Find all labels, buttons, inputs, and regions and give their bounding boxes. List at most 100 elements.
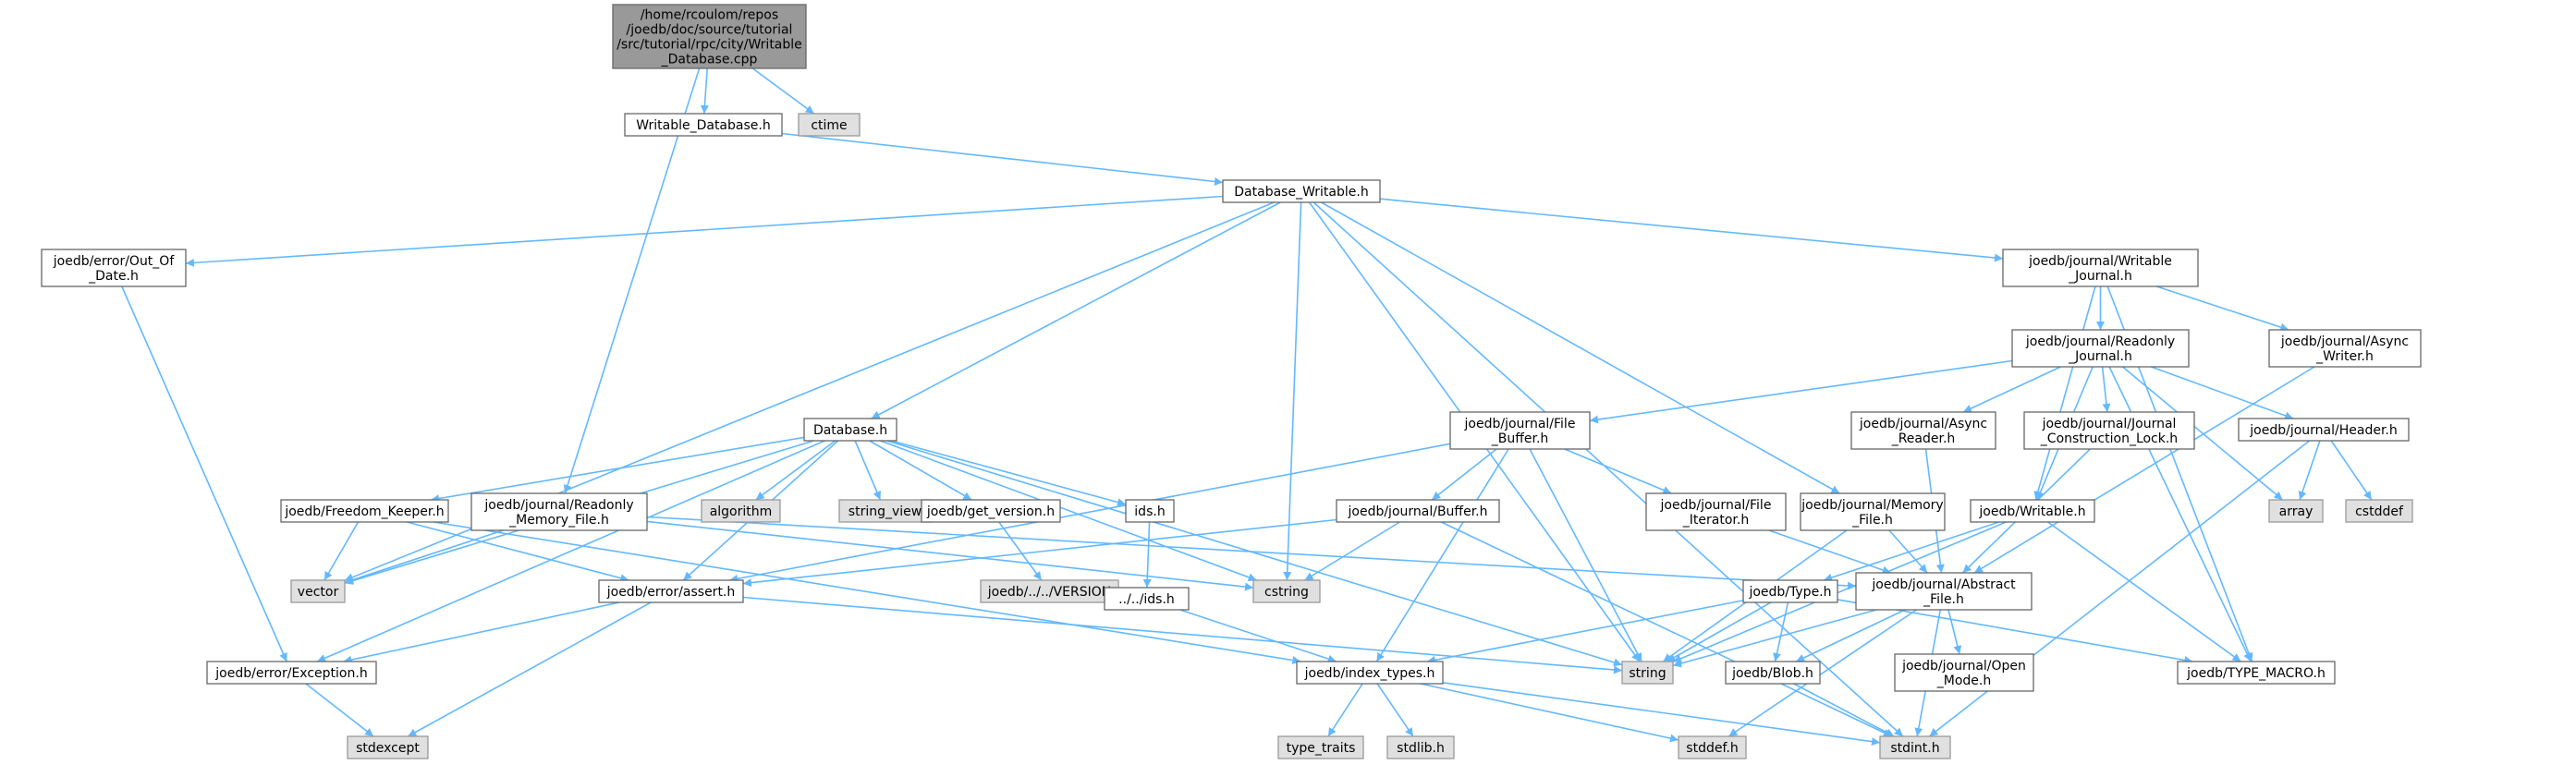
node-label: _Journal.h: [2068, 349, 2132, 364]
edge-writable_h-to-type_macro_h: [2047, 521, 2241, 662]
edge-file_buffer_h-to-buffer_h: [1431, 448, 1497, 501]
edge-dotdot_ids_h-to-index_types_h: [1179, 609, 1337, 663]
node-box: [1125, 499, 1175, 523]
edge-index_types_h-to-stdlib_h: [1376, 683, 1414, 737]
node-label: string: [1629, 666, 1666, 681]
node-label: joedb/journal/Buffer.h: [1348, 504, 1488, 519]
node-label: joedb/Blob.h: [1731, 666, 1813, 681]
edge-file_buffer_h-to-assert_h: [729, 443, 1451, 583]
node-label: vector: [298, 585, 339, 600]
edge-readonly_journal_h-to-header_h: [2151, 366, 2294, 420]
node-file-buffer-h[interactable]: joedb/journal/File_Buffer.h: [1449, 411, 1591, 450]
node-label: _Date.h: [88, 269, 139, 284]
node-file-iterator-h[interactable]: joedb/journal/File_Iterator.h: [1645, 492, 1787, 531]
node-type-h[interactable]: joedb/Type.h: [1742, 579, 1838, 603]
edge-database_writable_h-to-writable_journal_h: [1379, 198, 2004, 262]
edge-readonly_memory_file_h-to-vector: [344, 529, 504, 584]
node-label: joedb/Freedom_Keeper.h: [284, 504, 444, 519]
node-vector: vector: [290, 579, 346, 603]
node-string-view: string_view: [838, 499, 932, 523]
edge-exception_h-to-stdexcept: [305, 683, 374, 737]
node-label: _Memory_File.h: [508, 513, 609, 528]
node-label: stdint.h: [1890, 741, 1939, 756]
node-label: joedb/error/Exception.h: [214, 666, 367, 681]
edge-get_version_h-to-version: [998, 521, 1043, 581]
node-open-mode-h[interactable]: joedb/journal/Open_Mode.h: [1894, 653, 2034, 692]
edge-database_h-to-algorithm: [755, 440, 836, 501]
edge-readonly_journal_h-to-array: [2121, 366, 2284, 501]
edge-freedom_keeper_h-to-index_types_h: [433, 521, 1301, 665]
node-box: [206, 661, 377, 685]
node-label: Database.h: [813, 423, 887, 438]
node-box: [1894, 653, 2034, 692]
node-label: joedb/../../VERSION: [987, 585, 1111, 600]
node-writable-journal-h[interactable]: joedb/journal/Writable_Journal.h: [2002, 249, 2199, 287]
node-assert-h[interactable]: joedb/error/assert.h: [598, 579, 744, 603]
node-label: joedb/journal/File: [1660, 498, 1772, 513]
node-blob-h[interactable]: joedb/Blob.h: [1725, 661, 1821, 685]
edge-index_types_h-to-stdint_h: [1442, 682, 1881, 747]
node-label: /home/rcoulom/repos: [641, 8, 778, 23]
node-memory-file-h[interactable]: joedb/journal/Memory_File.h: [1800, 492, 1946, 531]
edge-file_iterator_h-to-abstract_file_h: [1768, 529, 1891, 575]
node-box: [470, 492, 648, 531]
node-writable-database-h[interactable]: Writable_Database.h: [624, 113, 783, 137]
node-box: [2345, 499, 2413, 523]
node-header-h[interactable]: joedb/journal/Header.h: [2238, 418, 2410, 442]
node-buffer-h[interactable]: joedb/journal/Buffer.h: [1336, 499, 1500, 523]
node-abstract-file-h[interactable]: joedb/journal/Abstract_File.h: [1855, 572, 2033, 611]
node-box: [598, 579, 744, 603]
node-database-h[interactable]: Database.h: [803, 418, 897, 442]
node-box: [701, 499, 781, 523]
node-label: stdexcept: [356, 741, 420, 756]
node-root[interactable]: /home/rcoulom/repos/joedb/doc/source/tut…: [612, 4, 807, 69]
node-box: [2268, 499, 2324, 523]
node-get-version-h[interactable]: joedb/get_version.h: [921, 499, 1061, 523]
edge-freedom_keeper_h-to-vector: [324, 521, 360, 581]
node-label: ids.h: [1134, 504, 1165, 519]
node-box: [1855, 572, 2033, 611]
node-index-types-h[interactable]: joedb/index_types.h: [1296, 661, 1444, 685]
edge-assert_h-to-string: [742, 596, 1623, 674]
node-box: [2268, 329, 2422, 368]
node-label: /src/tutorial/rpc/city/Writable: [617, 38, 802, 53]
node-async-reader-h[interactable]: joedb/journal/Async_Reader.h: [1850, 411, 1996, 450]
edge-type_h-to-index_types_h: [1426, 600, 1744, 664]
node-label: type_traits: [1287, 741, 1356, 756]
node-writable-h[interactable]: joedb/Writable.h: [1970, 499, 2095, 523]
node-label: _Buffer.h: [1491, 431, 1549, 446]
node-construction-lock-h[interactable]: joedb/journal/Journal_Construction_Lock.…: [2023, 411, 2195, 450]
node-box: [803, 418, 897, 442]
node-freedom-keeper-h[interactable]: joedb/Freedom_Keeper.h: [280, 499, 449, 523]
node-database-writable-h[interactable]: Database_Writable.h: [1222, 179, 1381, 203]
node-box: [1645, 492, 1787, 531]
node-box: [1850, 411, 1996, 450]
edge-header_h-to-array: [2298, 440, 2321, 501]
edge-header_h-to-cstddef: [2330, 440, 2373, 501]
edge-database_h-to-exception_h: [316, 440, 825, 662]
node-async-writer-h[interactable]: joedb/journal/Async_Writer.h: [2268, 329, 2422, 368]
edge-database_writable_h-to-database_h: [871, 201, 1281, 419]
node-label: joedb/get_version.h: [926, 504, 1055, 519]
node-readonly-journal-h[interactable]: joedb/journal/Readonly_Journal.h: [2011, 329, 2190, 368]
edge-index_types_h-to-type_traits: [1327, 683, 1363, 737]
node-version: joedb/../../VERSION: [980, 579, 1119, 603]
edge-database_h-to-get_version_h: [869, 440, 972, 501]
edge-writable_database_h-to-database_writable_h: [781, 132, 1224, 186]
node-exception-h[interactable]: joedb/error/Exception.h: [206, 661, 377, 685]
node-out-of-date-h[interactable]: joedb/error/Out_Of_Date.h: [41, 249, 187, 287]
node-label: joedb/index_types.h: [1304, 666, 1435, 681]
edge-assert_h-to-exception_h: [343, 601, 620, 664]
node-box: [1252, 579, 1321, 603]
edge-database_h-to-freedom_keeper_h: [431, 436, 805, 503]
node-box: [1742, 579, 1838, 603]
node-readonly-memory-file-h[interactable]: joedb/journal/Readonly_Memory_File.h: [470, 492, 648, 531]
node-label: stddef.h: [1686, 741, 1738, 756]
node-dotdot-ids-h[interactable]: ../../ids.h: [1104, 587, 1190, 611]
edge-buffer_h-to-cstring: [1304, 521, 1400, 581]
node-label: joedb/error/Out_Of: [53, 254, 176, 269]
edge-writable_journal_h-to-writable_h: [2033, 285, 2096, 501]
node-label: joedb/journal/Async: [2280, 334, 2409, 349]
node-type-macro-h[interactable]: joedb/TYPE_MACRO.h: [2177, 661, 2336, 685]
node-ids-h[interactable]: ids.h: [1125, 499, 1175, 523]
